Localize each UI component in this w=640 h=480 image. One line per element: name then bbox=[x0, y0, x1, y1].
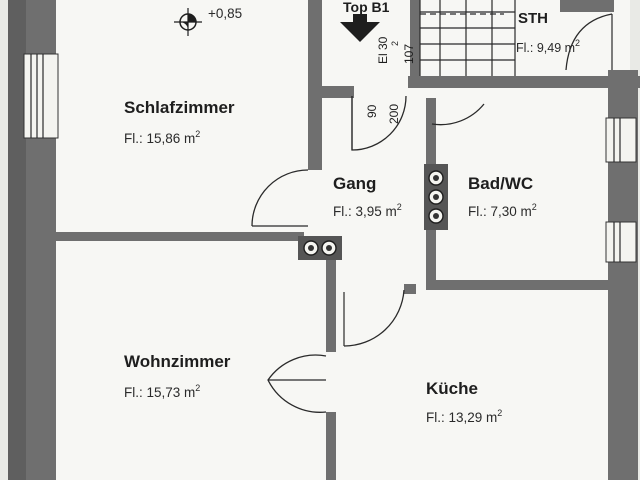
ventilation-shaft-gang bbox=[298, 236, 342, 260]
door-swing-stair bbox=[351, 95, 407, 151]
elevation-label: +0,85 bbox=[208, 6, 242, 21]
window-right-1 bbox=[605, 117, 637, 163]
window-left bbox=[23, 53, 59, 139]
door-swing-bad bbox=[431, 103, 485, 126]
wall-schlafzimmer-east bbox=[308, 0, 322, 170]
wall-schlafzimmer-south bbox=[56, 232, 304, 241]
wall-stair-south bbox=[408, 76, 640, 88]
wall-wohnzimmer-east bbox=[326, 412, 336, 480]
staircase bbox=[419, 0, 516, 76]
ventilation-shaft-bad bbox=[424, 164, 448, 230]
door-swing-kueche bbox=[343, 289, 405, 347]
room-area-gang: Fl.: 3,95 m2 bbox=[333, 202, 402, 219]
room-name-sth: STH bbox=[518, 10, 548, 27]
door-swing-schlafzimmer bbox=[251, 169, 309, 227]
dim-el-30: El 30 bbox=[376, 36, 390, 64]
dim-90: 90 bbox=[365, 104, 379, 118]
wall-stair-south-left bbox=[322, 86, 354, 98]
arrow-down-icon bbox=[340, 22, 380, 42]
window-right-2 bbox=[605, 221, 637, 263]
wall-stair-west bbox=[410, 0, 420, 84]
door-swing-sth bbox=[565, 13, 613, 71]
dim-107: 107 bbox=[402, 44, 416, 64]
room-area-sth: Fl.: 9,49 m2 bbox=[516, 38, 580, 55]
room-name-bad: Bad/WC bbox=[468, 174, 533, 193]
room-name-gang: Gang bbox=[333, 174, 376, 193]
room-area-wohnzimmer: Fl.: 15,73 m2 bbox=[124, 383, 200, 400]
room-name-kueche: Küche bbox=[426, 379, 478, 398]
stair-label: Top B1 bbox=[343, 0, 390, 15]
dim-200: 200 bbox=[387, 104, 401, 124]
wall-gang-west bbox=[326, 240, 336, 352]
room-name-wohnzimmer: Wohnzimmer bbox=[124, 352, 231, 371]
dim-el-sub: 2 bbox=[390, 41, 400, 46]
room-area-schlafzimmer: Fl.: 15,86 m2 bbox=[124, 129, 200, 146]
wall-bad-south bbox=[426, 280, 608, 290]
elevation-marker-icon bbox=[174, 8, 202, 36]
room-area-bad: Fl.: 7,30 m2 bbox=[468, 202, 537, 219]
room-area-kueche: Fl.: 13,29 m2 bbox=[426, 408, 502, 425]
room-name-schlafzimmer: Schlafzimmer bbox=[124, 98, 235, 117]
exterior-wall-left-outer bbox=[8, 0, 26, 480]
